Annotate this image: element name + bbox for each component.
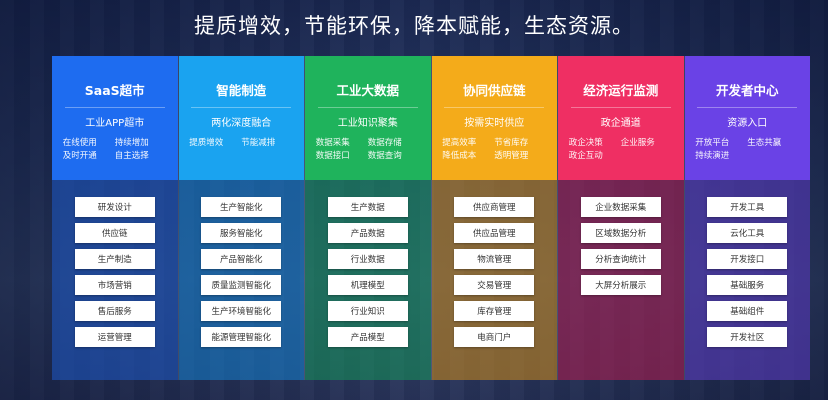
column-subtitle: 两化深度融合	[211, 118, 272, 129]
feature-tag: 数据查询	[367, 150, 402, 161]
feature-tag: 在线使用	[62, 138, 97, 148]
feature-tag: 降低成本	[442, 150, 477, 161]
column-subtitle: 工业APP超市	[85, 118, 145, 129]
column-economic-monitoring: 经济运行监测政企通道政企决策 企业服务政企互动企业数据采集区域数据分析分析查询统计…	[557, 56, 684, 380]
module-button[interactable]: 供应链	[74, 223, 155, 243]
module-button[interactable]: 产品数据	[327, 223, 408, 243]
module-button[interactable]: 产品智能化	[201, 249, 282, 269]
module-button[interactable]: 质量监测智能化	[201, 275, 282, 295]
feature-tag: 提高效率	[442, 138, 477, 148]
column-title[interactable]: 经济运行监测	[583, 83, 659, 98]
feature-tags: 数据采集 数据存储数据接口 数据查询	[316, 137, 420, 162]
module-button[interactable]: 运营管理	[74, 327, 155, 347]
feature-tags: 提高效率 节省库存降低成本 透明管理	[442, 137, 546, 162]
column-title[interactable]: 工业大数据	[336, 83, 399, 98]
module-button[interactable]: 供应品管理	[454, 223, 535, 243]
feature-tag: 政企互动	[568, 150, 603, 161]
divider	[444, 107, 545, 108]
feature-tag: 开放平台	[695, 138, 730, 148]
module-list: 企业数据采集区域数据分析分析查询统计大屏分析展示	[558, 180, 684, 380]
feature-tags: 在线使用 持续增加及时开通 自主选择	[63, 137, 167, 162]
column-industrial-big-data: 工业大数据工业知识聚集数据采集 数据存储数据接口 数据查询生产数据产品数据行业数据机…	[304, 56, 431, 380]
column-header: 经济运行监测政企通道政企决策 企业服务政企互动	[558, 56, 684, 180]
module-list: 生产数据产品数据行业数据机理模型行业知识产品模型	[305, 180, 431, 380]
module-button[interactable]: 生产智能化	[201, 197, 282, 217]
module-button[interactable]: 能源管理智能化	[201, 327, 282, 347]
module-button[interactable]: 基础组件	[707, 301, 788, 321]
column-header: SaaS超市工业APP超市在线使用 持续增加及时开通 自主选择	[52, 56, 178, 180]
divider	[697, 107, 798, 108]
module-button[interactable]: 生产数据	[327, 197, 408, 217]
column-subtitle: 政企通道	[600, 118, 641, 129]
module-button[interactable]: 开发接口	[707, 249, 788, 269]
feature-tag: 数据采集	[315, 138, 350, 148]
module-button[interactable]: 大屏分析展示	[580, 275, 661, 295]
feature-tag: 提质增效	[189, 138, 224, 148]
column-supply-chain: 协同供应链按需实时供应提高效率 节省库存降低成本 透明管理供应商管理供应品管理物流管…	[430, 56, 557, 380]
module-button[interactable]: 云化工具	[707, 223, 788, 243]
feature-tag: 透明管理	[494, 150, 529, 161]
column-header: 开发者中心资源入口开放平台 生态共赢持续演进	[684, 56, 810, 180]
column-developer-center: 开发者中心资源入口开放平台 生态共赢持续演进开发工具云化工具开发接口基础服务基础组…	[683, 56, 810, 380]
module-button[interactable]: 区域数据分析	[580, 223, 661, 243]
feature-tag: 数据存储	[367, 138, 402, 148]
feature-tags: 提质增效 节能减排	[189, 137, 293, 150]
module-button[interactable]: 售后服务	[74, 301, 155, 321]
module-button[interactable]: 分析查询统计	[580, 249, 661, 269]
feature-tag: 持续演进	[695, 150, 730, 161]
module-list: 生产智能化服务智能化产品智能化质量监测智能化生产环境智能化能源管理智能化	[178, 180, 304, 380]
feature-tag: 节能减排	[241, 138, 276, 148]
column-smart-manufacturing: 智能制造两化深度融合提质增效 节能减排生产智能化服务智能化产品智能化质量监测智能化…	[177, 56, 304, 380]
column-subtitle: 资源入口	[727, 118, 768, 129]
divider	[191, 107, 292, 108]
divider	[64, 107, 165, 108]
module-button[interactable]: 开发工具	[707, 197, 788, 217]
feature-tag: 企业服务	[620, 138, 655, 148]
feature-tag: 持续增加	[114, 138, 149, 148]
feature-tag: 政企决策	[568, 138, 603, 148]
divider	[317, 107, 418, 108]
column-header: 工业大数据工业知识聚集数据采集 数据存储数据接口 数据查询	[305, 56, 431, 180]
module-button[interactable]: 交易管理	[454, 275, 535, 295]
module-button[interactable]: 行业知识	[327, 301, 408, 321]
module-button[interactable]: 企业数据采集	[580, 197, 661, 217]
module-button[interactable]: 行业数据	[327, 249, 408, 269]
divider	[570, 107, 671, 108]
column-title[interactable]: SaaS超市	[84, 83, 145, 98]
module-button[interactable]: 研发设计	[74, 197, 155, 217]
column-title[interactable]: 智能制造	[216, 83, 267, 98]
column-subtitle: 按需实时供应	[464, 118, 525, 129]
column-header: 协同供应链按需实时供应提高效率 节省库存降低成本 透明管理	[431, 56, 557, 180]
module-button[interactable]: 服务智能化	[201, 223, 282, 243]
module-button[interactable]: 生产环境智能化	[201, 301, 282, 321]
module-list: 开发工具云化工具开发接口基础服务基础组件开发社区	[684, 180, 810, 380]
service-columns: SaaS超市工业APP超市在线使用 持续增加及时开通 自主选择研发设计供应链生产制造…	[52, 56, 810, 380]
feature-tag: 数据接口	[315, 150, 350, 161]
module-button[interactable]: 产品模型	[327, 327, 408, 347]
module-button[interactable]: 生产制造	[74, 249, 155, 269]
module-button[interactable]: 物流管理	[454, 249, 535, 269]
column-title[interactable]: 开发者中心	[715, 83, 779, 98]
page-headline: 提质增效，节能环保，降本赋能，生态资源。	[194, 14, 634, 38]
module-list: 研发设计供应链生产制造市场营销售后服务运营管理	[52, 180, 178, 380]
feature-tag: 自主选择	[114, 150, 149, 161]
module-button[interactable]: 机理模型	[327, 275, 408, 295]
module-button[interactable]: 供应商管理	[454, 197, 535, 217]
column-saas-market: SaaS超市工业APP超市在线使用 持续增加及时开通 自主选择研发设计供应链生产制造…	[52, 56, 178, 380]
feature-tag: 节省库存	[494, 138, 529, 148]
module-button[interactable]: 电商门户	[454, 327, 535, 347]
feature-tag: 生态共赢	[747, 138, 782, 148]
module-button[interactable]: 基础服务	[707, 275, 788, 295]
module-button[interactable]: 市场营销	[74, 275, 155, 295]
column-title[interactable]: 协同供应链	[462, 83, 526, 98]
module-button[interactable]: 库存管理	[454, 301, 535, 321]
feature-tag: 及时开通	[62, 150, 97, 161]
column-header: 智能制造两化深度融合提质增效 节能减排	[178, 56, 304, 180]
feature-tags: 开放平台 生态共赢持续演进	[695, 137, 799, 162]
module-list: 供应商管理供应品管理物流管理交易管理库存管理电商门户	[431, 180, 557, 380]
module-button[interactable]: 开发社区	[707, 327, 788, 347]
feature-tags: 政企决策 企业服务政企互动	[569, 137, 673, 162]
column-subtitle: 工业知识聚集	[337, 118, 398, 129]
